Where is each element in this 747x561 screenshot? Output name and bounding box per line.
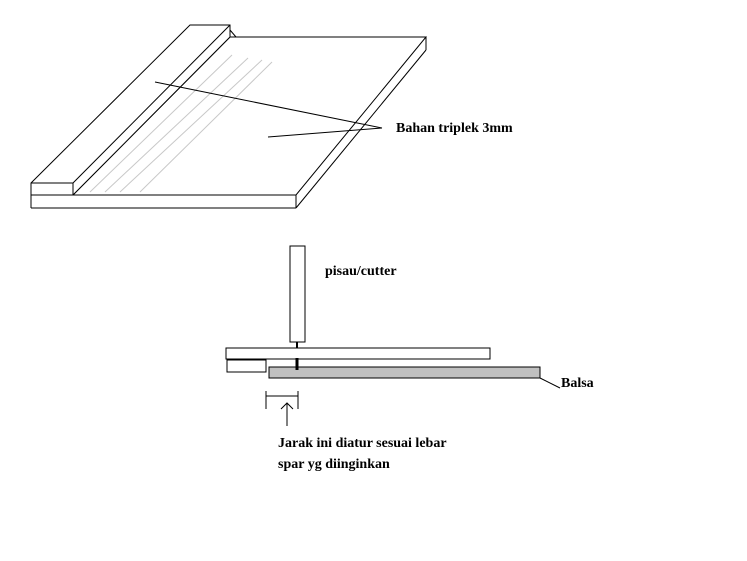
shading-lines — [89, 54, 273, 193]
label-distance-line2: spar yg diinginkan — [278, 457, 390, 472]
dimension-arrow — [280, 402, 294, 426]
triplek-leader-lines — [154, 81, 383, 138]
label-cutter: pisau/cutter — [325, 264, 397, 279]
plywood-guide-strip — [30, 24, 237, 196]
balsa-leader-line — [539, 377, 561, 389]
balsa-sheet — [268, 366, 541, 379]
label-balsa: Balsa — [561, 376, 594, 391]
label-distance-line1: Jarak ini diatur sesuai lebar — [278, 436, 447, 451]
guide-block — [226, 359, 267, 373]
label-plywood: Bahan triplek 3mm — [396, 121, 513, 136]
cutter-blade — [289, 245, 306, 348]
upper-plywood-plate — [225, 347, 491, 360]
plywood-board — [30, 36, 428, 209]
distance-dimension — [265, 391, 299, 409]
